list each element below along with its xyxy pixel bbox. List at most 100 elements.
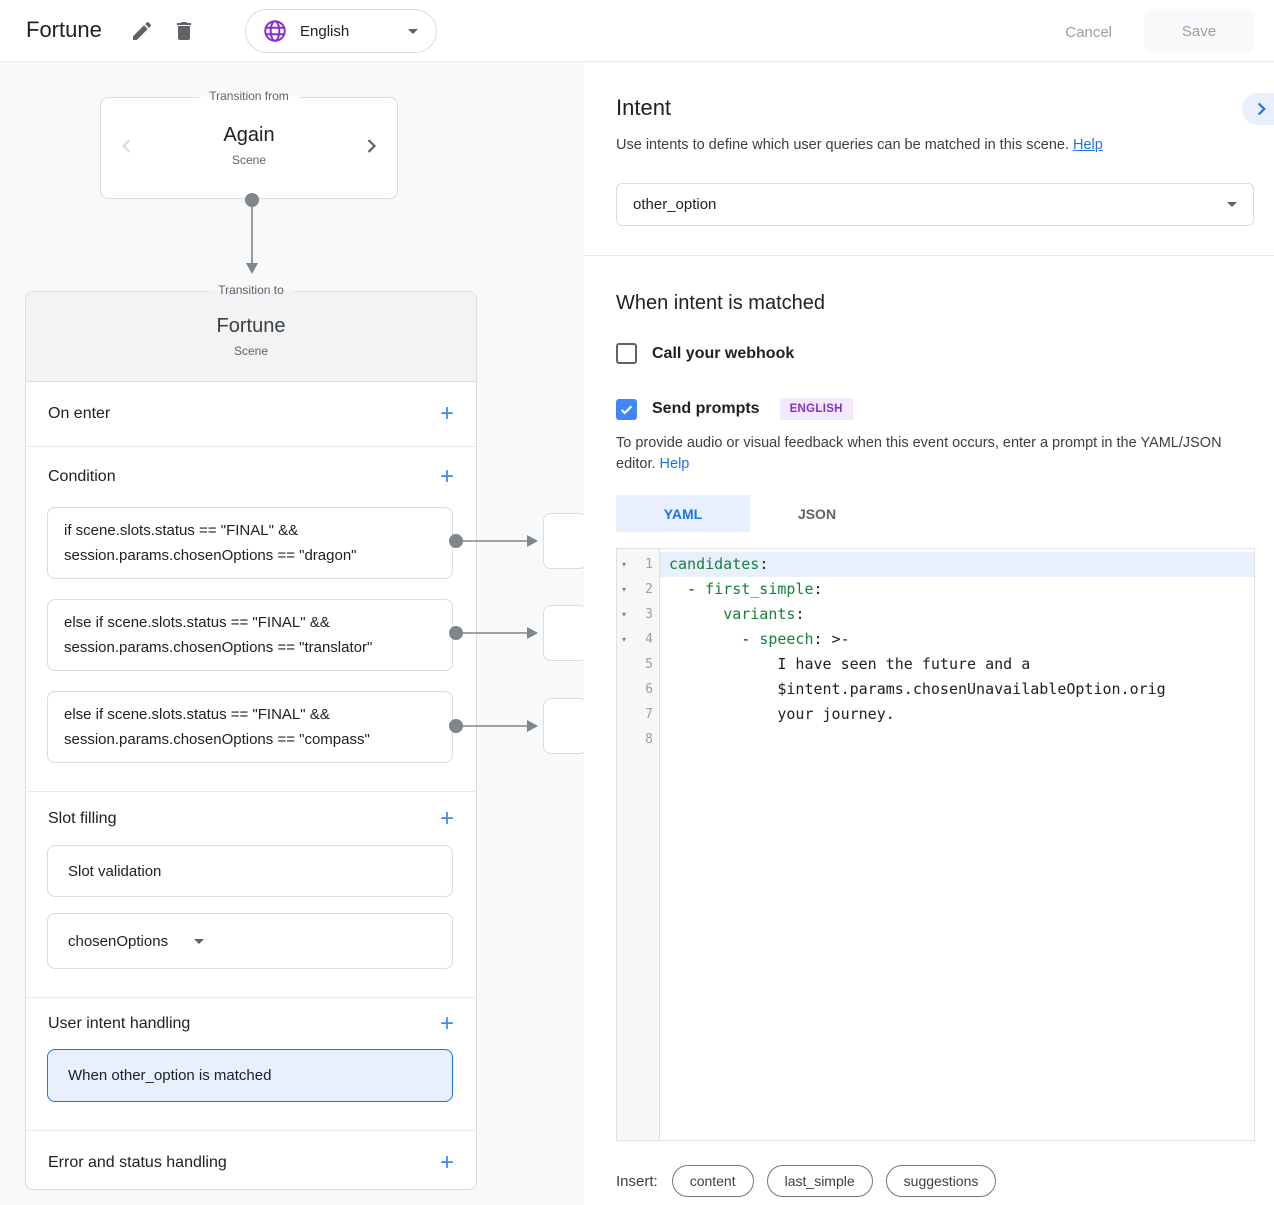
prompt-description-text: To provide audio or visual feedback when… bbox=[616, 435, 1222, 472]
transition-to-legend: Transition to bbox=[208, 283, 294, 297]
tab-json[interactable]: JSON bbox=[750, 495, 884, 532]
chevron-down-icon bbox=[194, 938, 205, 944]
code-line-content: variants: bbox=[723, 605, 805, 623]
top-bar: Fortune English Cancel Save bbox=[0, 0, 1274, 62]
add-slot-button[interactable]: + bbox=[439, 804, 454, 832]
slot-validation-item[interactable]: Slot validation bbox=[47, 845, 453, 897]
condition-3-target-scene[interactable] bbox=[543, 698, 584, 754]
scene-card: Transition to Fortune Scene On enter + C… bbox=[25, 283, 477, 1190]
transition-from-scene-type: Scene bbox=[231, 153, 267, 167]
editor-line-4[interactable]: ▾4 - speech: >- bbox=[617, 627, 1254, 652]
delete-scene-button[interactable] bbox=[172, 19, 196, 43]
webhook-checkbox[interactable] bbox=[616, 343, 637, 364]
editor-line-7[interactable]: 7 your journey. bbox=[617, 702, 1254, 727]
page-title: Fortune bbox=[26, 17, 102, 42]
condition-1-arrow bbox=[449, 534, 538, 548]
editor-line-5[interactable]: 5 I have seen the future and a bbox=[617, 652, 1254, 677]
edit-title-button[interactable] bbox=[130, 19, 154, 43]
condition-2-target-scene[interactable] bbox=[543, 605, 584, 661]
transition-from-card[interactable]: Transition from Again Scene bbox=[100, 89, 398, 199]
matched-heading: When intent is matched bbox=[616, 292, 825, 314]
trash-icon bbox=[177, 22, 191, 40]
fold-arrow-icon[interactable]: ▾ bbox=[622, 610, 627, 619]
editor-gutter: ▾2 bbox=[617, 577, 660, 602]
on-enter-label: On enter bbox=[48, 405, 111, 422]
condition-list: if scene.slots.status == "FINAL" && sess… bbox=[26, 507, 476, 763]
editor-line-3[interactable]: ▾3 variants: bbox=[617, 602, 1254, 627]
add-on-enter-button[interactable]: + bbox=[439, 400, 454, 427]
condition-item-1[interactable]: if scene.slots.status == "FINAL" && sess… bbox=[47, 507, 453, 579]
condition-item-3[interactable]: else if scene.slots.status == "FINAL" &&… bbox=[47, 691, 453, 763]
error-handling-label: Error and status handling bbox=[48, 1153, 227, 1171]
chevron-down-icon bbox=[408, 28, 418, 34]
condition-item-2[interactable]: else if scene.slots.status == "FINAL" &&… bbox=[47, 599, 453, 671]
send-prompts-checkbox[interactable] bbox=[616, 398, 637, 420]
line-number: 3 bbox=[645, 607, 653, 622]
editor-gutter: 7 bbox=[617, 702, 660, 727]
intent-description-text: Use intents to define which user queries… bbox=[616, 137, 1069, 153]
transition-from-scene-name: Again bbox=[223, 124, 275, 146]
editor-gutter: ▾3 bbox=[617, 602, 660, 627]
add-error-handler-button[interactable]: + bbox=[439, 1148, 454, 1176]
slot-item-chosenOptions[interactable]: chosenOptions bbox=[47, 913, 453, 969]
scene-type: Scene bbox=[233, 344, 269, 358]
line-number: 5 bbox=[645, 657, 653, 672]
fold-arrow-icon[interactable]: ▾ bbox=[622, 635, 627, 644]
condition-label: Condition bbox=[48, 468, 116, 485]
editor-line-2[interactable]: ▾2 - first_simple: bbox=[617, 577, 1254, 602]
globe-icon bbox=[264, 20, 286, 42]
intent-help-link[interactable]: Help bbox=[1073, 137, 1103, 153]
intent-handler-item-selected[interactable]: When other_option is matched bbox=[47, 1049, 453, 1102]
fold-arrow-icon[interactable]: ▾ bbox=[622, 585, 627, 594]
tab-yaml[interactable]: YAML bbox=[616, 495, 750, 532]
previous-scene-button[interactable] bbox=[115, 134, 139, 158]
editor-line-6[interactable]: 6 $intent.params.chosenUnavailableOption… bbox=[617, 677, 1254, 702]
section-slot-filling: Slot filling + Slot validation chosenOpt… bbox=[26, 792, 476, 998]
condition-1-target-scene[interactable] bbox=[543, 513, 584, 569]
insert-suggestions-button[interactable]: suggestions bbox=[885, 1165, 997, 1197]
add-condition-button[interactable]: + bbox=[439, 463, 454, 490]
line-number: 8 bbox=[645, 732, 653, 747]
save-button[interactable]: Save bbox=[1144, 9, 1254, 53]
chevron-right-icon bbox=[367, 139, 377, 153]
editor-line-8[interactable]: 8 bbox=[617, 727, 1254, 752]
code-line-content: I have seen the future and a bbox=[669, 655, 1031, 673]
next-scene-button[interactable] bbox=[359, 134, 383, 158]
language-selector[interactable]: English bbox=[245, 9, 437, 53]
section-condition: Condition + if scene.slots.status == "FI… bbox=[26, 447, 476, 792]
insert-content-button[interactable]: content bbox=[671, 1165, 754, 1197]
editor-gutter: 8 bbox=[617, 727, 660, 752]
language-badge: ENGLISH bbox=[779, 398, 853, 420]
code-line-content: - speech: >- bbox=[669, 630, 850, 648]
code-line-content: candidates: bbox=[660, 552, 1254, 577]
editor-gutter: 5 bbox=[617, 652, 660, 677]
add-user-intent-button[interactable]: + bbox=[439, 1009, 454, 1037]
prompt-help-link[interactable]: Help bbox=[659, 456, 690, 472]
divider bbox=[584, 255, 1274, 256]
cancel-button[interactable]: Cancel bbox=[1047, 16, 1130, 49]
chevron-right-icon bbox=[1257, 102, 1266, 116]
editor-gutter: ▾4 bbox=[617, 627, 660, 652]
pencil-icon bbox=[133, 21, 152, 40]
language-label: English bbox=[300, 22, 350, 40]
fold-arrow-icon[interactable]: ▾ bbox=[622, 560, 627, 569]
insert-last_simple-button[interactable]: last_simple bbox=[766, 1165, 873, 1197]
code-line-content: $intent.params.chosenUnavailableOption.o… bbox=[669, 680, 1166, 698]
intent-select[interactable]: other_option bbox=[616, 183, 1254, 226]
intent-description: Use intents to define which user queries… bbox=[616, 137, 1103, 153]
line-number: 6 bbox=[645, 682, 653, 697]
intent-panel: Intent Use intents to define which user … bbox=[584, 62, 1274, 1205]
collapse-panel-button[interactable] bbox=[1242, 93, 1274, 125]
code-line-content: - first_simple: bbox=[669, 580, 823, 598]
chevron-left-icon bbox=[121, 139, 131, 153]
line-number: 2 bbox=[645, 582, 653, 597]
transition-from-legend: Transition from bbox=[199, 89, 299, 103]
intent-select-value: other_option bbox=[633, 196, 717, 213]
section-user-intent: User intent handling + When other_option… bbox=[26, 998, 476, 1131]
user-intent-label: User intent handling bbox=[48, 1014, 191, 1032]
slot-validation-label: Slot validation bbox=[68, 862, 162, 880]
